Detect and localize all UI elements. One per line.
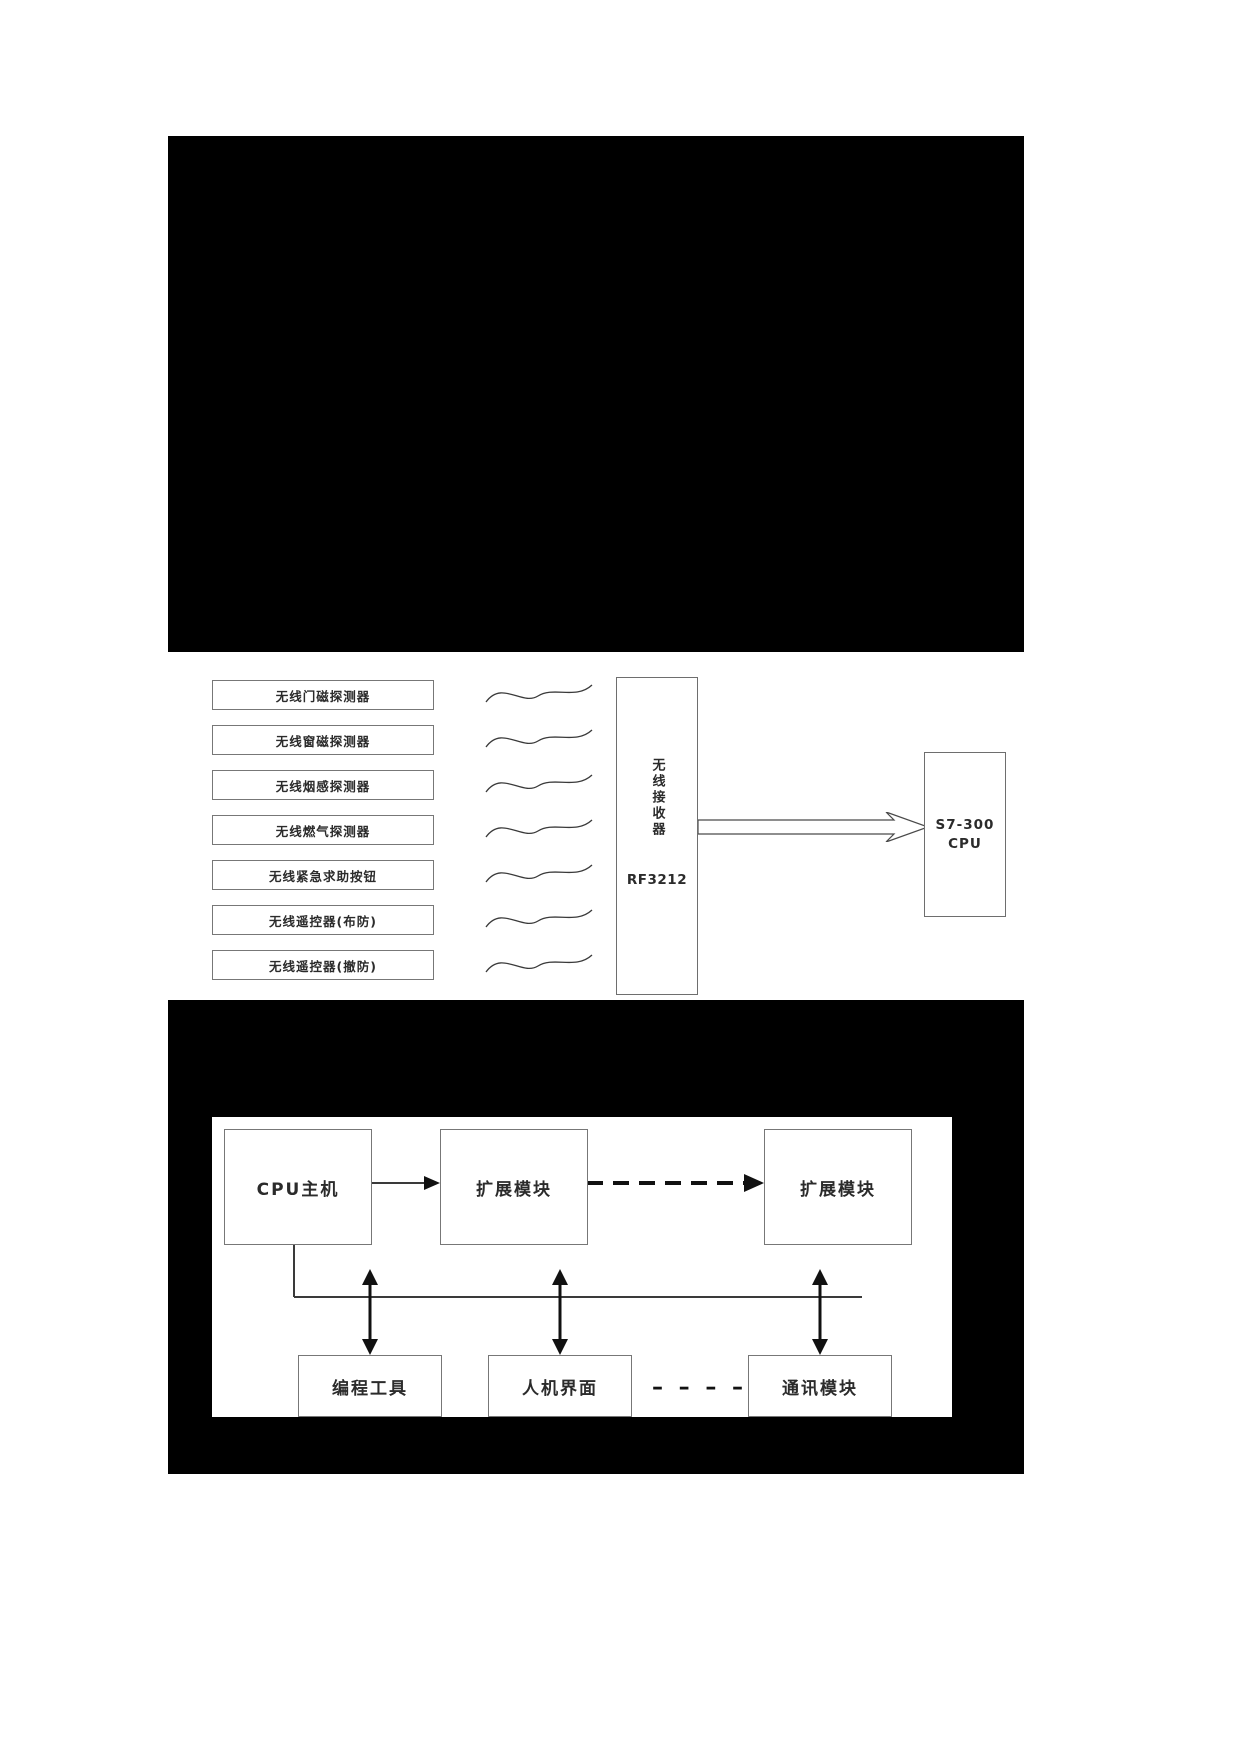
receiver-to-cpu-arrow-icon [698, 812, 928, 842]
wireless-signal-wave-icon [485, 864, 593, 883]
cpu-label-line2: CPU [948, 835, 982, 852]
sensor-label: 无线门磁探测器 [275, 688, 371, 704]
figure2-panel: CPU主机 扩展模块 扩展模块 编程工具 人机界面 – – – – 通讯模块 [212, 1117, 952, 1417]
sensor-box-2[interactable]: 无线窗磁探测器 [212, 725, 434, 755]
wireless-signal-wave-icon [485, 729, 593, 748]
expansion-module-box-2[interactable]: 扩展模块 [764, 1129, 912, 1245]
black-background-plate [168, 136, 1024, 652]
bottom-row-ellipsis: – – – – [652, 1375, 747, 1400]
sensor-label: 无线窗磁探测器 [275, 733, 371, 749]
programming-tool-label: 编程工具 [332, 1378, 408, 1399]
s7-300-cpu-box[interactable]: S7-300 CPU [924, 752, 1006, 917]
wireless-signal-wave-icon [485, 909, 593, 928]
sensor-box-1[interactable]: 无线门磁探测器 [212, 680, 434, 710]
receiver-vertical-label: 无线接收器 [649, 758, 665, 838]
communication-module-label: 通讯模块 [782, 1378, 858, 1399]
cpu-host-box[interactable]: CPU主机 [224, 1129, 372, 1245]
figure1-panel: 无线门磁探测器 无线窗磁探测器 无线烟感探测器 无线燃气探测器 无线紧急求助按钮… [212, 652, 1024, 1000]
sensor-label: 无线紧急求助按钮 [268, 868, 377, 884]
hmi-label: 人机界面 [522, 1378, 598, 1399]
cpu-host-label: CPU主机 [256, 1179, 340, 1200]
sensor-label: 无线燃气探测器 [275, 823, 371, 839]
cpu-label-line1: S7-300 [935, 817, 995, 834]
expansion-module-label: 扩展模块 [800, 1179, 876, 1200]
black-background-plate-middle [168, 1000, 1024, 1118]
sensor-box-7[interactable]: 无线遥控器(撤防) [212, 950, 434, 980]
sensor-box-5[interactable]: 无线紧急求助按钮 [212, 860, 434, 890]
expansion-module-label: 扩展模块 [476, 1179, 552, 1200]
programming-tool-box[interactable]: 编程工具 [298, 1355, 442, 1417]
expansion-module-box-1[interactable]: 扩展模块 [440, 1129, 588, 1245]
receiver-model-label: RF3212 [626, 872, 688, 888]
sensor-box-3[interactable]: 无线烟感探测器 [212, 770, 434, 800]
sensor-label: 无线遥控器(撤防) [269, 958, 377, 974]
wireless-signal-wave-icon [485, 819, 593, 838]
wireless-signal-wave-icon [485, 954, 593, 973]
sensor-box-4[interactable]: 无线燃气探测器 [212, 815, 434, 845]
wireless-signal-wave-icon [485, 684, 593, 703]
sensor-box-6[interactable]: 无线遥控器(布防) [212, 905, 434, 935]
communication-module-box[interactable]: 通讯模块 [748, 1355, 892, 1417]
hmi-box[interactable]: 人机界面 [488, 1355, 632, 1417]
wireless-receiver-box[interactable]: 无线接收器 RF3212 [616, 677, 698, 995]
sensor-label: 无线遥控器(布防) [269, 913, 377, 929]
sensor-label: 无线烟感探测器 [275, 778, 371, 794]
wireless-signal-wave-icon [485, 774, 593, 793]
figure2-connectors [293, 1174, 862, 1355]
